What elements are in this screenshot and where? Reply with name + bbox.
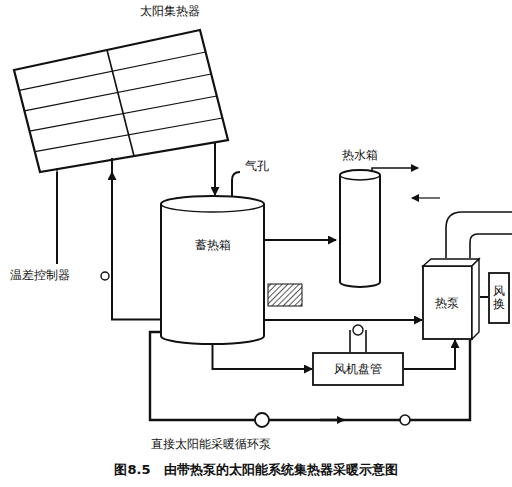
heat-pump: 热泵 — [422, 258, 480, 340]
box-top — [423, 259, 479, 266]
tank-body — [161, 196, 264, 344]
wire — [56, 168, 57, 172]
pipe-connector — [214, 172, 216, 195]
collector-grid — [35, 118, 223, 152]
collector-grid — [107, 50, 134, 156]
tank-rim — [340, 175, 380, 180]
controller-dial — [101, 272, 109, 280]
circulation-pump — [255, 413, 269, 427]
storage-tank-outline — [160, 195, 265, 345]
pipe-connector — [56, 172, 58, 264]
figure-caption: 图8.5 由带热泵的太阳能系统集热器采暖示意图 — [0, 461, 512, 479]
pipe — [349, 330, 351, 352]
storage-tank: 蓄热箱 — [160, 195, 265, 345]
node-label: 热水箱 — [342, 148, 378, 163]
pipe-connector — [265, 319, 422, 321]
air-duct — [446, 212, 512, 258]
vent-label: 气孔 — [244, 158, 270, 175]
node-label: 太阳集热器 — [140, 4, 200, 19]
temp-controller: 温差控制器 — [8, 264, 100, 286]
vent-pipe — [232, 172, 240, 199]
solar-collector: 太阳集热器 — [10, 2, 242, 172]
heat-exchanger — [268, 284, 302, 306]
collector-grid — [24, 74, 211, 111]
pipe-connector — [112, 172, 160, 320]
hot-water-tank-outline — [336, 148, 384, 288]
box-outline — [313, 353, 403, 385]
heating-loop — [150, 332, 470, 420]
fan-coil: 风机盘管 — [312, 352, 404, 386]
tank-body — [340, 170, 380, 287]
air-exchanger: 风换 — [488, 272, 510, 324]
tank-rim — [161, 204, 264, 212]
pipe-connector — [404, 340, 455, 369]
pipe — [111, 158, 113, 172]
pipe-connector — [265, 239, 336, 241]
node-label: 热泵 — [435, 296, 459, 311]
pipe — [365, 330, 367, 352]
valve — [353, 325, 363, 335]
pipe — [214, 142, 216, 172]
flow-arrow — [320, 419, 344, 421]
collector-grid — [19, 52, 205, 90]
pump-label: 直接太阳能采暖循环泵 — [150, 436, 272, 453]
box-front — [423, 266, 472, 339]
pipe-connector — [213, 345, 313, 369]
box-outline — [489, 273, 509, 323]
node-label: 风机盘管 — [334, 362, 382, 377]
flow-arrow — [412, 197, 440, 198]
box-side — [472, 259, 479, 339]
air-duct — [470, 234, 512, 258]
node-label: 蓄热箱 — [195, 238, 231, 253]
node-label: 风换 — [493, 285, 505, 311]
node-label: 温差控制器 — [10, 268, 70, 283]
collector-grid — [30, 96, 217, 131]
pump — [400, 415, 410, 425]
hot-water-tank: 热水箱 — [336, 148, 384, 288]
pipe-connector — [480, 296, 488, 298]
collector-panel — [14, 30, 228, 172]
